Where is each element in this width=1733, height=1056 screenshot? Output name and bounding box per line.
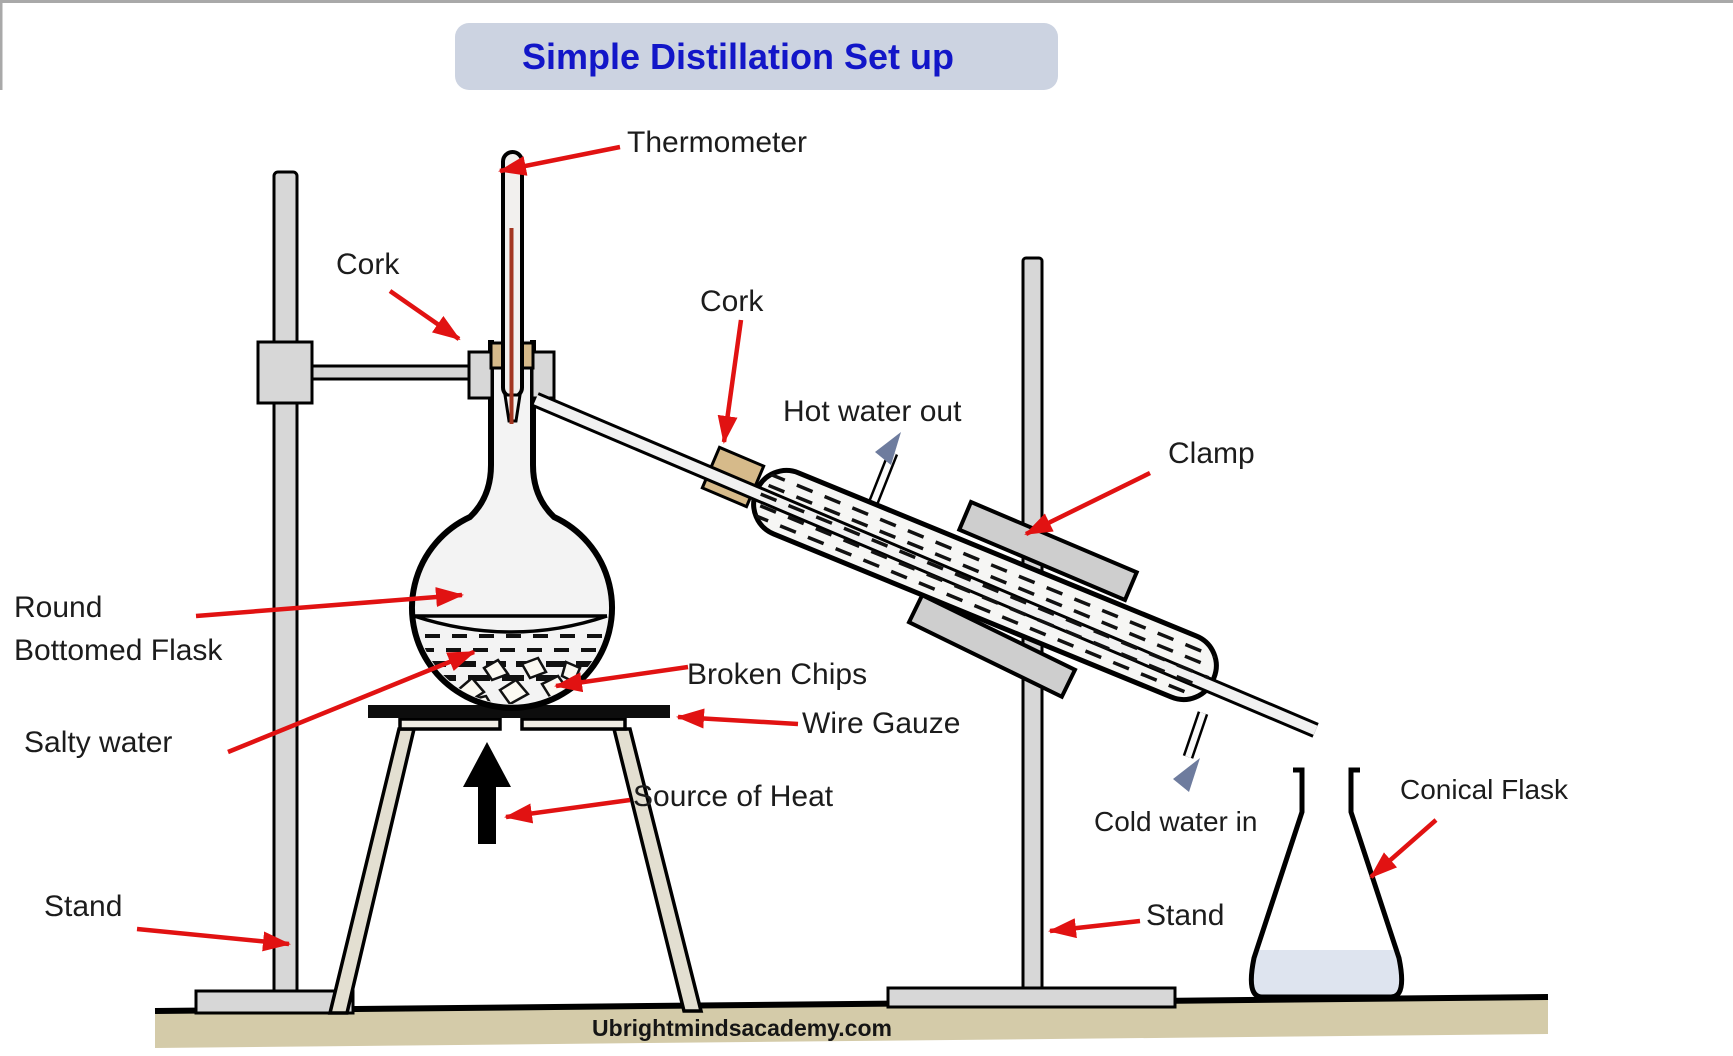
label-cold-water-in: Cold water in (1094, 806, 1257, 837)
left-stand (194, 170, 474, 1015)
cork-right-arrow (717, 319, 744, 444)
source-of-heat-arrow (504, 797, 631, 824)
tripod-left-leg (327, 727, 417, 1015)
tripod-top-rail-left (398, 717, 502, 731)
label-clamp: Clamp (1168, 437, 1255, 470)
tripod-right-leg (611, 727, 704, 1013)
condenser (532, 392, 1319, 738)
conical-flask (1248, 767, 1405, 1000)
stand-left-arrow (136, 926, 291, 952)
top-border (0, 0, 1733, 3)
label-stand-left: Stand (44, 890, 122, 923)
round-bottomed-flask (409, 340, 615, 711)
condenser-clamp-upper (956, 499, 1140, 603)
conical-flask-arrow (1369, 818, 1438, 879)
left-stand-base (194, 989, 355, 1015)
label-source-of-heat: Source of Heat (633, 780, 834, 813)
heat-arrow-icon (463, 742, 511, 844)
left-stand-rod (272, 170, 299, 996)
pointer-arrows (136, 144, 1438, 952)
conical-flask-outline (1248, 767, 1405, 1000)
hot-water-flow-arrow-icon (875, 432, 901, 465)
label-broken-chips: Broken Chips (687, 658, 867, 691)
label-conical-flask: Conical Flask (1400, 774, 1569, 805)
condenser-water-dashes (751, 472, 1218, 700)
label-round-bottomed-flask-line2: Bottomed Flask (14, 634, 223, 667)
watermark: Ubrightmindsacademy.com (592, 1015, 892, 1041)
label-wire-gauze: Wire Gauze (802, 707, 960, 740)
clamp-jaw-right (530, 350, 556, 400)
wire-gauze (368, 705, 670, 718)
label-stand-right: Stand (1146, 899, 1224, 932)
label-cork-right: Cork (700, 285, 764, 318)
cold-water-inlet (1182, 711, 1209, 759)
label-round-bottomed-flask-line1: Round (14, 591, 102, 624)
distillate-liquid (1251, 950, 1402, 997)
label-salty-water: Salty water (24, 726, 172, 759)
tripod (327, 705, 704, 1015)
stand-right-arrow (1048, 918, 1141, 939)
boss-head (256, 340, 314, 405)
cork-left-arrow (388, 289, 461, 341)
condenser-inner-tube (533, 395, 1318, 735)
title-box (455, 23, 1058, 90)
thermometer-arrow (498, 144, 621, 176)
clamp-arm (306, 364, 474, 381)
tripod-top-rail-right (520, 717, 627, 731)
water-meniscus (413, 614, 608, 634)
cold-water-flow-arrow-icon (1173, 758, 1200, 792)
clamp-arrow (1024, 470, 1151, 537)
wire-gauze-arrow (676, 708, 799, 729)
label-thermometer: Thermometer (627, 126, 807, 159)
thermometer (501, 150, 524, 424)
condenser-clamp-lower (906, 592, 1078, 700)
clamp-jaw-left (467, 350, 494, 400)
round-bottomed-flask-arrow (195, 587, 464, 619)
right-stand-base (886, 986, 1177, 1009)
label-hot-water-out: Hot water out (783, 395, 962, 428)
salty-water-arrow (227, 649, 476, 755)
page-title: Simple Distillation Set up (522, 36, 954, 77)
broken-chips-arrow (554, 664, 689, 693)
label-cork-left: Cork (336, 248, 400, 281)
left-border (0, 0, 3, 90)
